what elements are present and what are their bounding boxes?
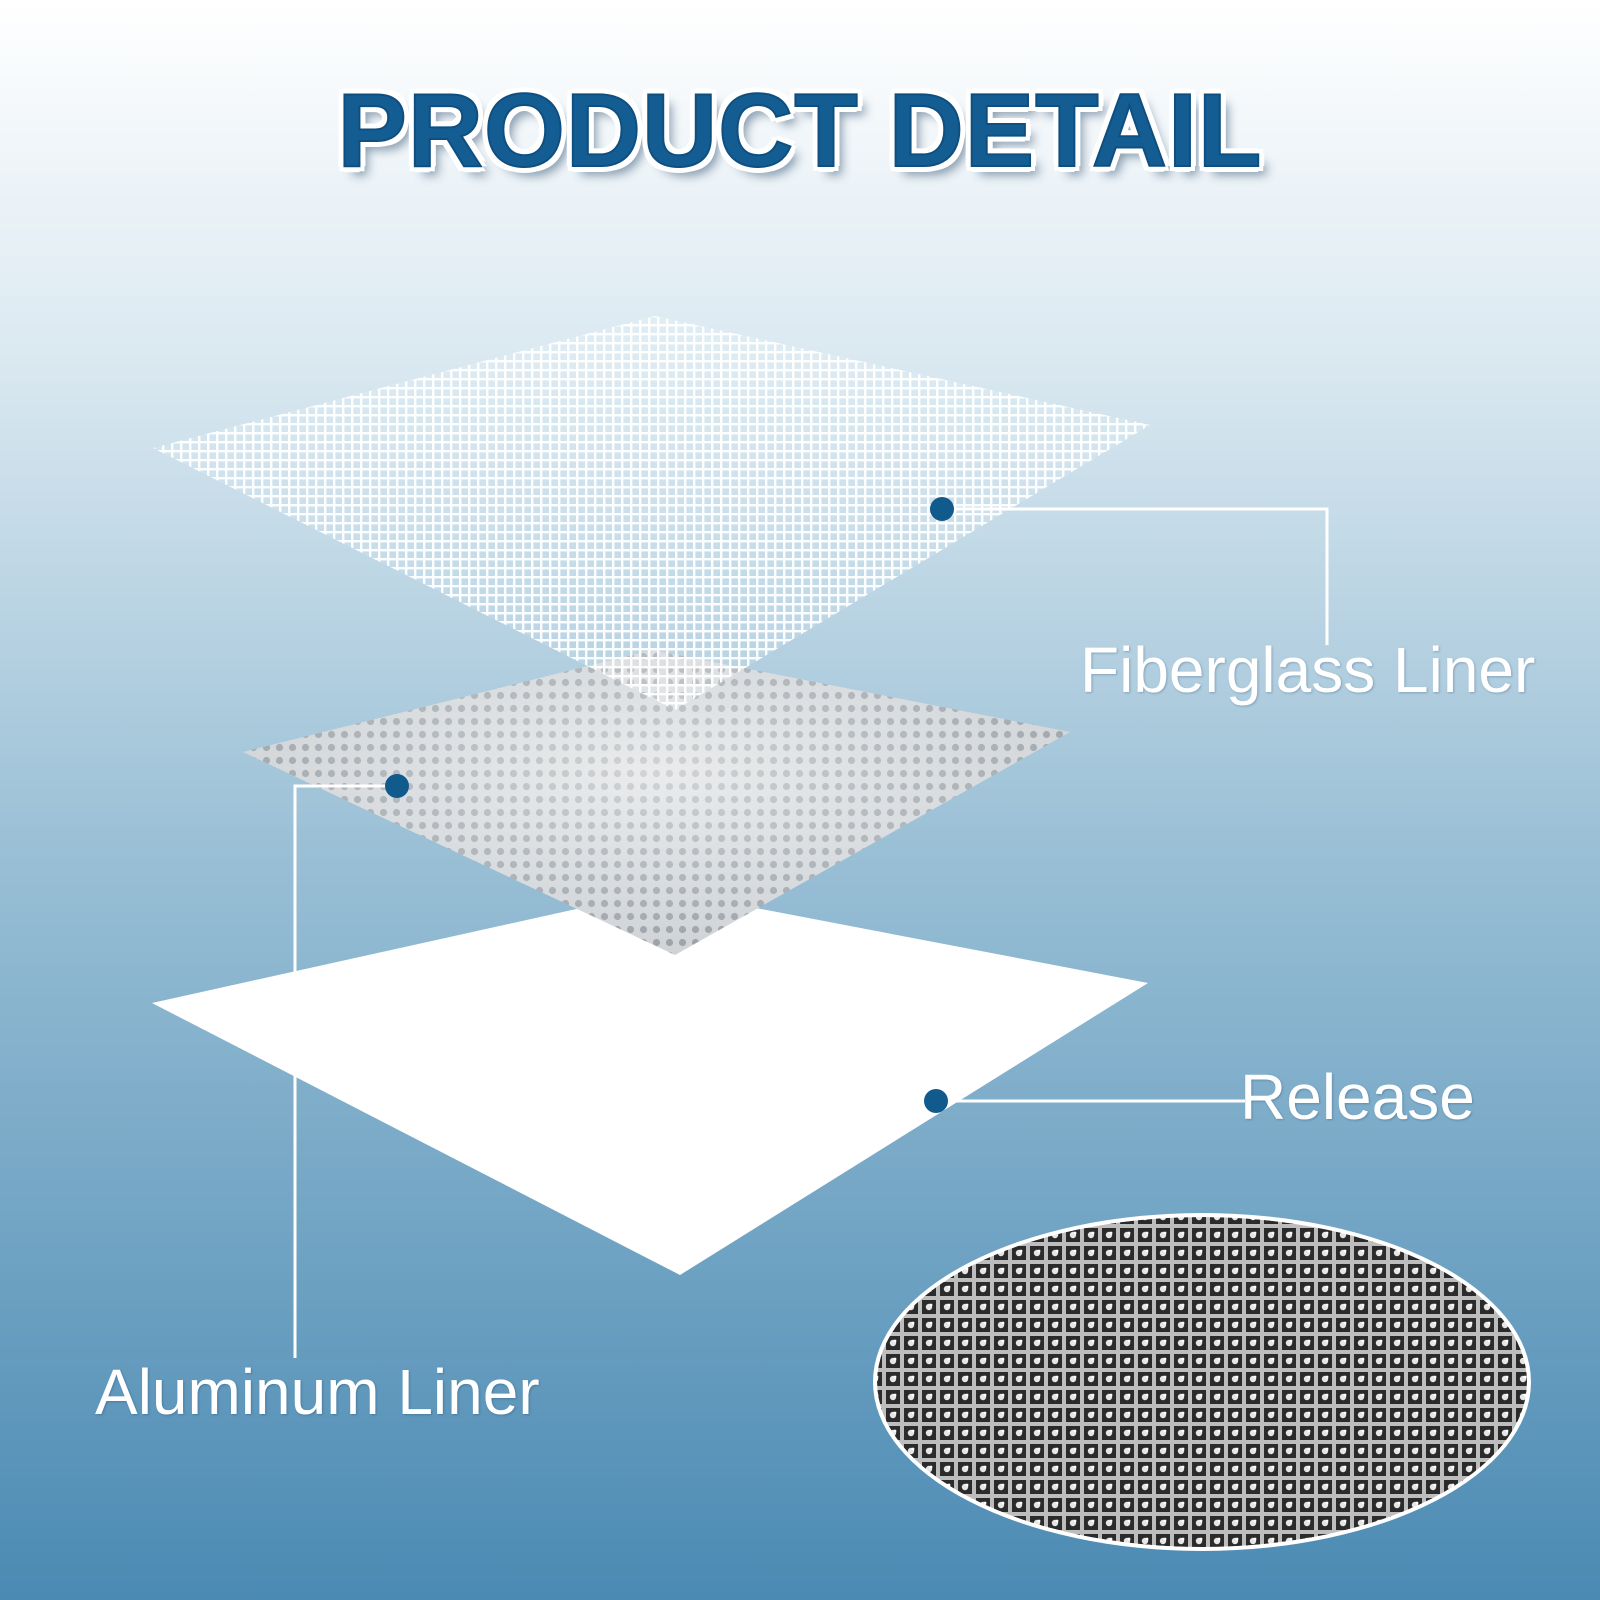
- aluminum-liner-layer: [243, 650, 1070, 955]
- release-layer: [152, 890, 1148, 1275]
- fiberglass-marker: [930, 497, 954, 521]
- fiberglass-callout-line: [943, 507, 1329, 645]
- fiberglass-liner-label: Fiberglass Liner: [1080, 634, 1536, 706]
- aluminum-callout-line: [293, 784, 397, 1358]
- fiberglass-liner-layer: [153, 316, 1150, 710]
- release-label: Release: [1240, 1061, 1475, 1133]
- mesh-zoom-detail: [873, 1213, 1531, 1551]
- aluminum-liner-label: Aluminum Liner: [95, 1356, 540, 1428]
- page-title: PRODUCT DETAIL: [337, 72, 1263, 190]
- release-marker: [924, 1089, 948, 1113]
- aluminum-marker: [385, 774, 409, 798]
- callout-lines: [293, 507, 1329, 1358]
